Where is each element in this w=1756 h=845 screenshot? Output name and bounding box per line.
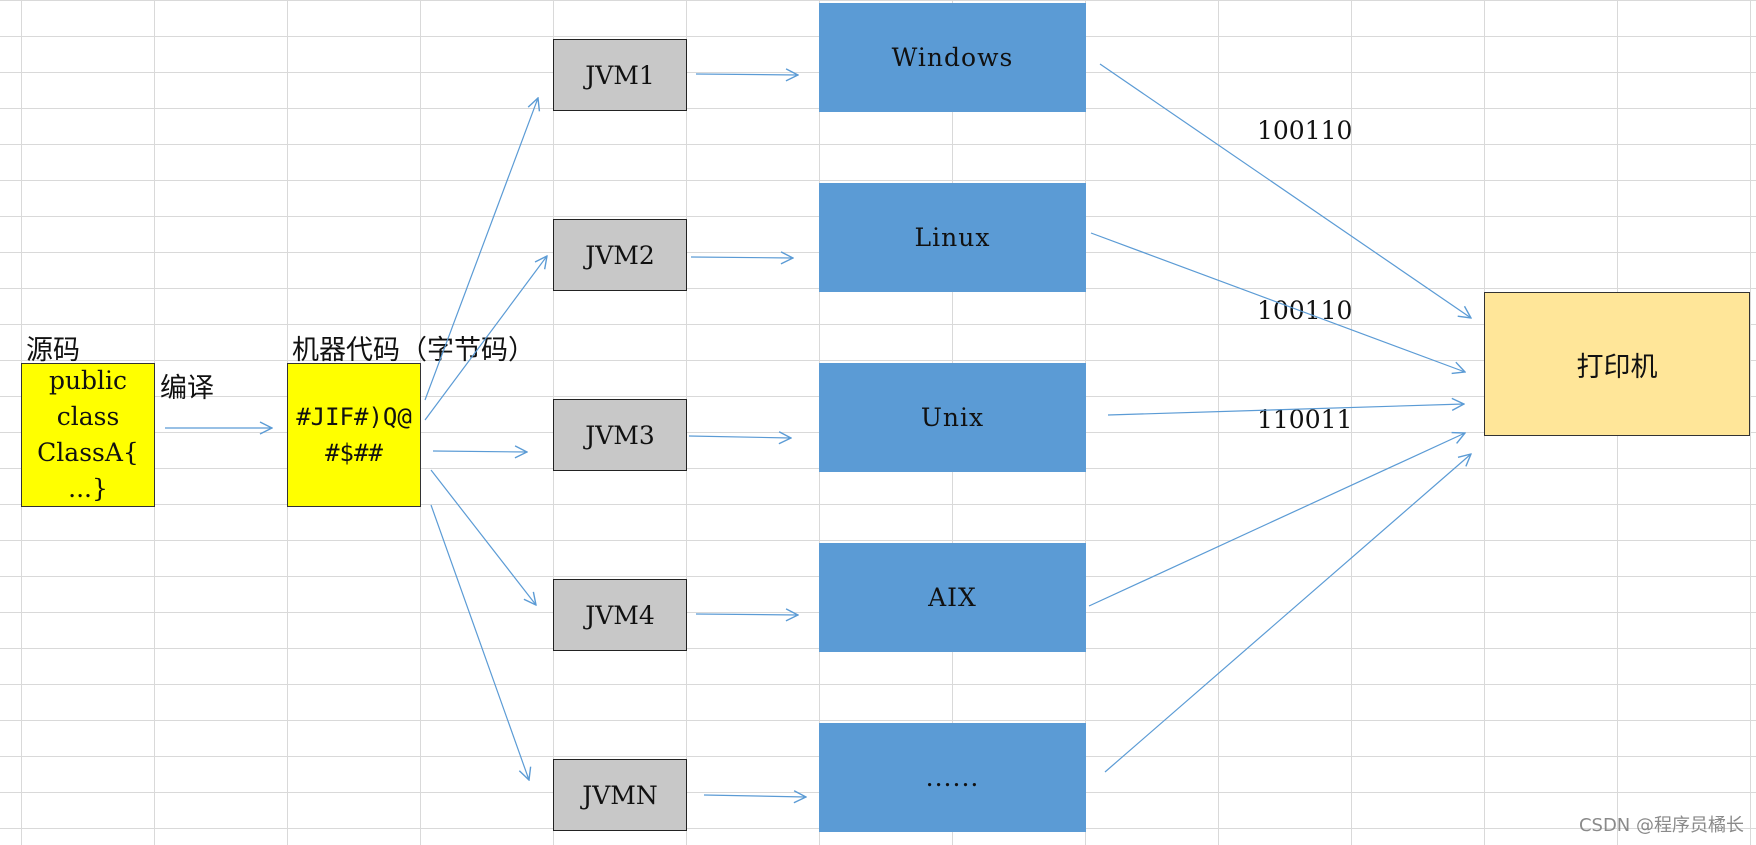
arrow-jvm4-os — [695, 614, 798, 615]
bytecode-label: 机器代码（字节码） — [292, 335, 535, 366]
binary-label-1: 100110 — [1257, 116, 1353, 145]
arrow-unix-printer — [1107, 404, 1464, 416]
os-box-unix: Unix — [819, 363, 1086, 472]
jvm-box-1: JVM1 — [553, 39, 687, 111]
os-box-more: ...... — [819, 723, 1086, 832]
arrow-jvm3-os — [688, 436, 791, 438]
arrow-linux-printer — [1090, 232, 1465, 372]
arrow-windows-printer — [1099, 63, 1471, 318]
jvm-box-n: JVMN — [553, 759, 687, 831]
arrow-byte-jvm2 — [424, 256, 547, 421]
arrow-jvm1-os — [695, 74, 798, 75]
compile-label: 编译 — [160, 373, 214, 404]
source-code-box: public class ClassA{ ...} — [21, 363, 155, 507]
jvm-box-3: JVM3 — [553, 399, 687, 471]
printer-box: 打印机 — [1484, 292, 1750, 436]
jvm-box-2: JVM2 — [553, 219, 687, 291]
os-box-aix: AIX — [819, 543, 1086, 652]
arrow-aix-printer — [1088, 433, 1465, 607]
bytecode-box: #JIF#)Q@ #$## — [287, 363, 421, 507]
source-label: 源码 — [26, 335, 80, 366]
os-box-linux: Linux — [819, 183, 1086, 292]
jvm-box-4: JVM4 — [553, 579, 687, 651]
arrow-jvmn-os — [703, 795, 806, 797]
arrow-more-printer — [1104, 454, 1471, 773]
arrow-byte-jvmn — [430, 504, 529, 780]
arrow-byte-jvm4 — [430, 469, 536, 605]
arrow-byte-jvm1 — [424, 98, 538, 401]
os-box-windows: Windows — [819, 3, 1086, 112]
arrow-byte-jvm3 — [432, 451, 527, 452]
arrow-jvm2-os — [690, 257, 793, 258]
watermark: CSDN @程序员橘长 — [1578, 815, 1744, 836]
